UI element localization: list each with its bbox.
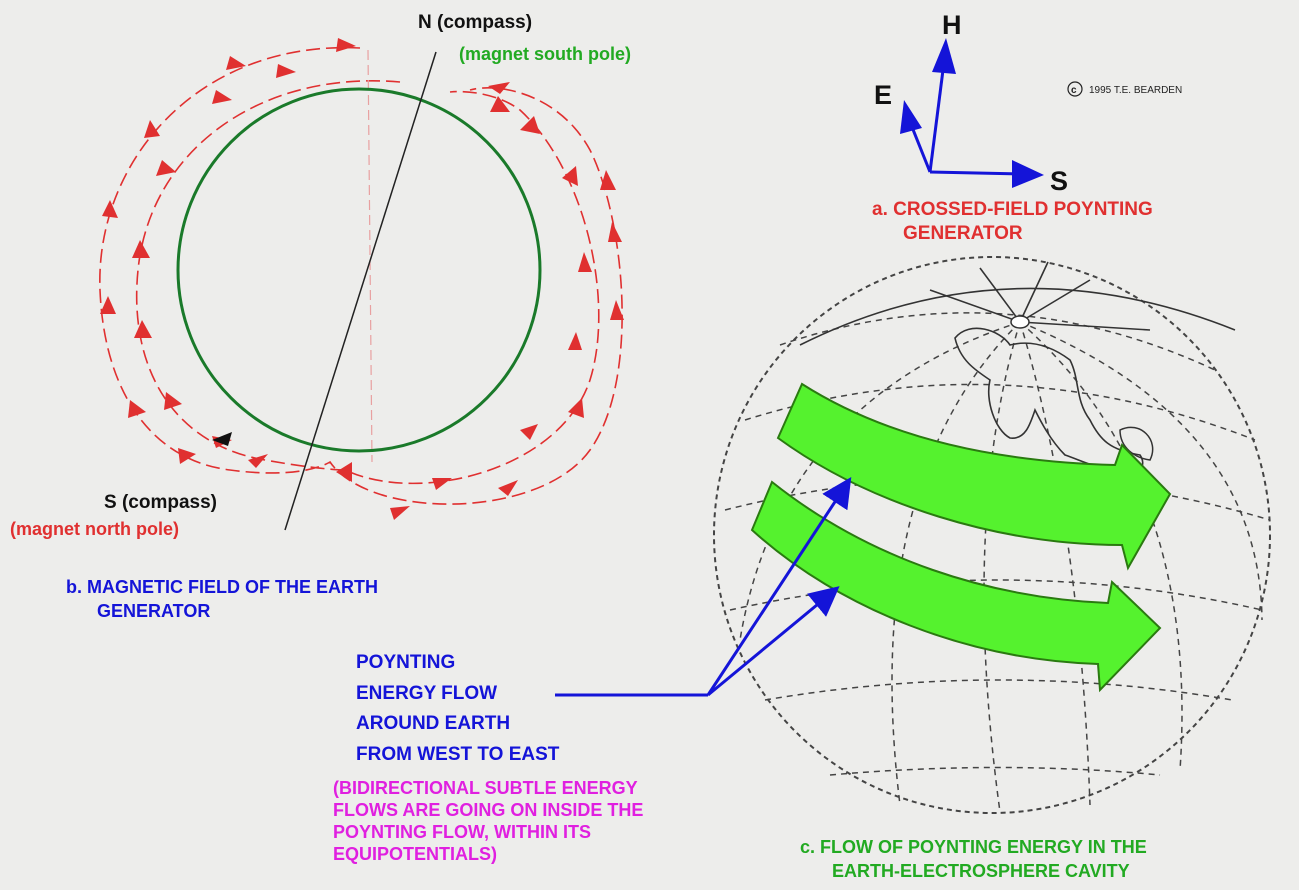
magnet-north-pole-label: (magnet north pole)	[10, 519, 179, 539]
field-arrowhead	[600, 170, 616, 190]
s-compass-label: S (compass)	[104, 492, 217, 513]
e-vector-label: E	[874, 80, 892, 110]
landmass-fragment	[1119, 426, 1154, 461]
s-vector-arrowhead	[1012, 160, 1044, 188]
magnet-south-pole-label: (magnet south pole)	[459, 44, 631, 64]
copyright-text: 1995 T.E. BEARDEN	[1089, 85, 1182, 96]
field-arrowhead	[578, 252, 592, 272]
field-arrowhead	[520, 116, 540, 134]
field-arrowhead	[134, 320, 152, 338]
copyright-mark-icon	[1067, 81, 1083, 97]
n-compass-label: N (compass)	[418, 12, 532, 33]
caption-b-line2: GENERATOR	[97, 601, 210, 621]
field-arrowhead	[608, 222, 622, 242]
caption-c-line2: EARTH-ELECTROSPHERE CAVITY	[832, 861, 1130, 881]
field-arrowhead	[276, 64, 296, 78]
h-vector-label: H	[942, 10, 962, 40]
e-vector-arrowhead	[900, 100, 922, 134]
field-line-inner	[136, 80, 600, 485]
field-arrowhead	[568, 332, 582, 350]
energy-flow-arrow-lower	[750, 480, 1162, 693]
caption-b-line1: b. MAGNETIC FIELD OF THE EARTH	[66, 577, 378, 597]
copyright-mark: c	[1071, 85, 1077, 96]
poynting-label-line3: AROUND EARTH	[356, 713, 510, 734]
earth-circle	[176, 87, 542, 453]
energy-flow-arrow-upper	[776, 382, 1172, 571]
poynting-label-line2: ENERGY FLOW	[356, 683, 497, 704]
field-arrowhead	[432, 478, 452, 490]
field-arrowhead	[568, 398, 584, 418]
field-arrowhead	[610, 300, 624, 320]
panel-c-globe	[713, 256, 1271, 814]
field-arrowhead	[156, 160, 176, 176]
pointer-lines	[555, 476, 852, 697]
field-arrowhead	[488, 82, 510, 94]
field-arrowhead	[520, 424, 538, 440]
bidirectional-note-line2: FLOWS ARE GOING ON INSIDE THE	[333, 800, 643, 820]
field-arrowhead	[128, 400, 146, 418]
field-arrowhead	[248, 454, 268, 468]
field-arrowhead	[562, 166, 578, 186]
panel-b-magnetic-field	[99, 38, 624, 531]
caption-a-line2: GENERATOR	[903, 223, 1023, 244]
compass-axis-line	[284, 51, 437, 531]
panel-a-vectors	[900, 38, 1044, 188]
field-arrowheads	[100, 38, 624, 520]
field-arrowhead	[336, 38, 356, 52]
bidirectional-note-line1: (BIDIRECTIONAL SUBTLE ENERGY	[333, 778, 638, 798]
field-arrowhead	[178, 448, 196, 464]
field-arrowhead	[144, 120, 160, 138]
bidirectional-note-line4: EQUIPOTENTIALS)	[333, 844, 497, 864]
field-arrowhead	[336, 462, 352, 482]
polar-arcs	[799, 261, 1236, 346]
black-arrowhead	[212, 432, 232, 446]
s-vector-label: S	[1050, 166, 1068, 196]
magnetic-axis-line	[367, 49, 373, 463]
field-arrowhead	[498, 480, 518, 496]
field-arrowhead	[164, 392, 182, 410]
caption-a-line1: a. CROSSED-FIELD POYNTING	[872, 199, 1153, 220]
field-arrowhead	[212, 90, 232, 104]
poynting-label-line1: POYNTING	[356, 652, 455, 673]
field-arrowhead	[226, 56, 246, 70]
globe-outline	[713, 256, 1271, 814]
field-arrowhead	[490, 96, 510, 112]
bidirectional-note-line3: POYNTING FLOW, WITHIN ITS	[333, 822, 591, 842]
north-pole-marker	[1010, 315, 1030, 329]
field-arrowhead	[390, 506, 410, 520]
caption-c-line1: c. FLOW OF POYNTING ENERGY IN THE	[800, 837, 1147, 857]
poynting-label-line4: FROM WEST TO EAST	[356, 744, 560, 765]
field-arrowhead	[132, 240, 150, 258]
field-arrowhead	[102, 200, 118, 218]
field-arrowhead	[100, 296, 116, 314]
h-vector-arrowhead	[932, 38, 956, 74]
